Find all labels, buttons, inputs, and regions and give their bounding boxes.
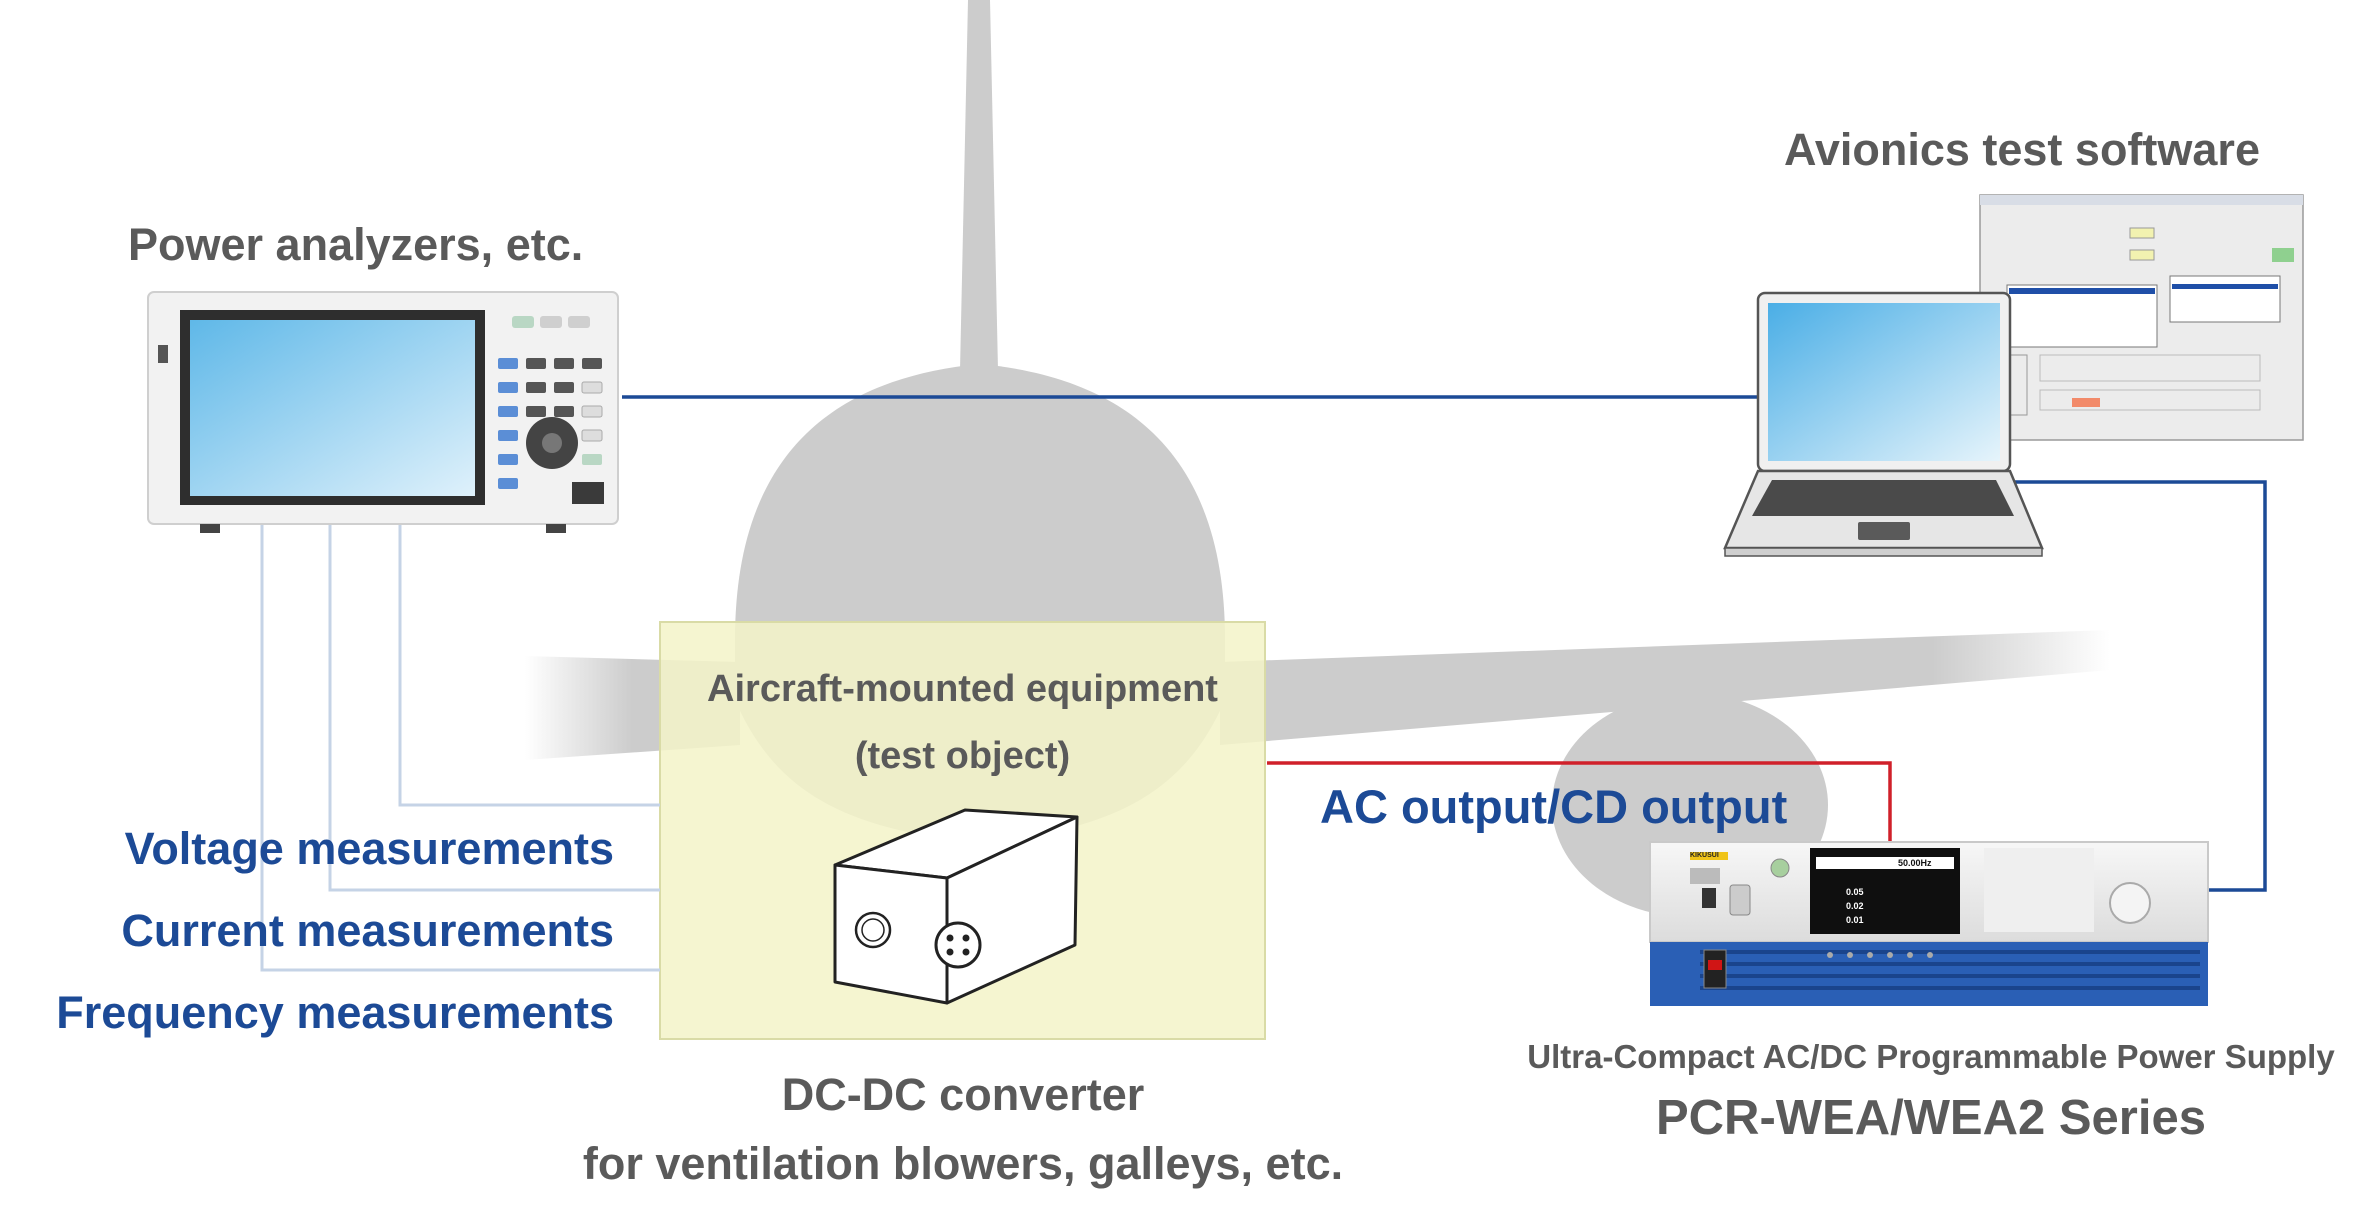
frequency-measure-line: [260, 520, 660, 972]
psu-display-reading-1: 0.05: [1846, 887, 1864, 897]
power-analyzer-device: [147, 291, 619, 533]
analyzer-screen: [190, 320, 475, 496]
voltage-measurements-label: Voltage measurements: [124, 823, 614, 874]
psu-output-button: [1770, 858, 1790, 878]
psu-display-reading-2: 0.02: [1846, 901, 1864, 911]
current-measurements-label: Current measurements: [121, 905, 614, 956]
avionics-software-window: [1979, 194, 2304, 441]
voltage-measure-line: [398, 520, 660, 807]
converter-title: DC-DC converter: [781, 1069, 1145, 1120]
frequency-measurements-label: Frequency measurements: [56, 987, 614, 1038]
aircraft-wing-right: [1220, 630, 2110, 745]
psu-display-frequency: 50.00Hz: [1898, 858, 1932, 868]
connection-lines: [260, 395, 2267, 972]
laptop-device: [1723, 291, 2044, 557]
test-object-subtitle: (test object): [854, 735, 1071, 777]
ac-output-label: AC output/CD output: [1320, 780, 1788, 833]
connector-left-icon: [854, 911, 892, 949]
comm-line-laptop-psu: [2010, 480, 2267, 892]
analyzer-keypad: [498, 316, 604, 504]
psu-subtitle: Ultra-Compact AC/DC Programmable Power S…: [1527, 1038, 2335, 1075]
psu-display-reading-3: 0.01: [1846, 915, 1864, 925]
psu-series-title: PCR-WEA/WEA2 Series: [1655, 1091, 2206, 1145]
aircraft-tail: [960, 0, 998, 370]
connector-right-icon: [934, 921, 982, 969]
psu-knob-icon: [2109, 882, 2151, 924]
power-analyzers-label: Power analyzers, etc.: [128, 219, 584, 270]
avionics-software-label: Avionics test software: [1784, 124, 2260, 175]
dc-dc-converter-device: [833, 808, 1079, 1005]
laptop-screen: [1768, 303, 2000, 461]
converter-description: for ventilation blowers, galleys, etc.: [582, 1138, 1344, 1189]
current-measure-line: [328, 520, 660, 892]
pcr-wea-power-supply: [1649, 841, 2209, 1006]
power-output-line: [1267, 761, 1892, 845]
psu-brand-logo: KIKUSUI: [1690, 852, 1719, 859]
test-object-title: Aircraft-mounted equipment: [707, 668, 1218, 710]
